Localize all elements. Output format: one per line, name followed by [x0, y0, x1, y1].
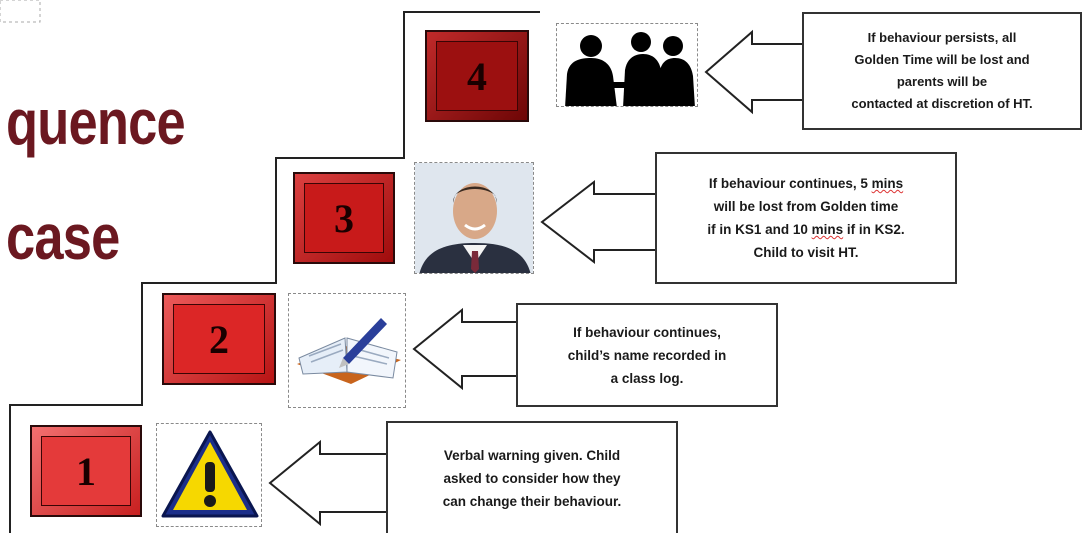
- step-4-callout-line: parents will be: [896, 74, 988, 89]
- step-3-callout-line-3: if in KS1 and 10 mins if in KS2.: [707, 218, 904, 241]
- book-pen-icon: [297, 318, 401, 384]
- step-2-callout-line: child’s name recorded in: [567, 347, 727, 363]
- step-4-callout-line: Golden Time will be lost and: [854, 52, 1030, 67]
- step-4-callout: If behaviour persists, all Golden Time w…: [802, 12, 1082, 130]
- step-3-picture: [414, 162, 534, 274]
- step-2-callout: If behaviour continues, child’s name rec…: [516, 303, 778, 407]
- step-2-picture: [288, 293, 406, 408]
- step-4-callout-line: If behaviour persists, all: [867, 30, 1017, 45]
- step-4-box: 4: [425, 30, 529, 122]
- step-2-box: 2: [162, 293, 276, 385]
- step-1-callout-line: Verbal warning given. Child: [443, 447, 621, 463]
- step-1-callout: Verbal warning given. Child asked to con…: [386, 421, 678, 533]
- person-photo-icon: [415, 163, 533, 273]
- step-3-arrow-callout-pointer: [540, 179, 657, 265]
- step-3-callout-text: if in KS1 and 10: [707, 222, 812, 237]
- warning-icon: [161, 430, 259, 518]
- step-4-number: 4: [436, 41, 518, 111]
- title-line-2: case: [6, 201, 120, 273]
- step-3-number: 3: [304, 183, 384, 253]
- step-3-callout-text: if in KS2.: [843, 222, 905, 237]
- step-3-callout-line-4: Child to visit HT.: [753, 245, 859, 260]
- step-4-arrow-callout-pointer: [704, 29, 803, 115]
- step-3-callout-text: mins: [871, 176, 904, 191]
- step-4-picture: [556, 23, 698, 107]
- title-line-1: quence: [6, 86, 186, 158]
- step-4-callout-line: contacted at discretion of HT.: [851, 96, 1033, 111]
- step-3-callout-text: If behaviour continues, 5: [708, 176, 872, 191]
- step-3-callout-line-2: will be lost from Golden time: [713, 199, 899, 214]
- step-1-number: 1: [41, 436, 131, 506]
- step-2-callout-line: a class log.: [610, 370, 684, 386]
- step-3-callout-text: mins: [811, 222, 844, 237]
- step-1-box: 1: [30, 425, 142, 517]
- step-1-callout-line: asked to consider how they: [443, 470, 621, 486]
- meeting-silhouette-icon: [565, 32, 695, 106]
- step-1-callout-line: can change their behaviour.: [442, 493, 622, 509]
- step-2-arrow-callout-pointer: [412, 307, 517, 391]
- step-3-box: 3: [293, 172, 395, 264]
- step-2-callout-line: If behaviour continues,: [573, 324, 721, 340]
- step-3-callout-line-1: If behaviour continues, 5 mins: [707, 172, 904, 195]
- step-2-number: 2: [173, 304, 265, 374]
- step-1-arrow-callout-pointer: [268, 439, 387, 527]
- step-3-callout: If behaviour continues, 5 mins will be l…: [655, 152, 957, 284]
- step-1-picture: [156, 423, 262, 527]
